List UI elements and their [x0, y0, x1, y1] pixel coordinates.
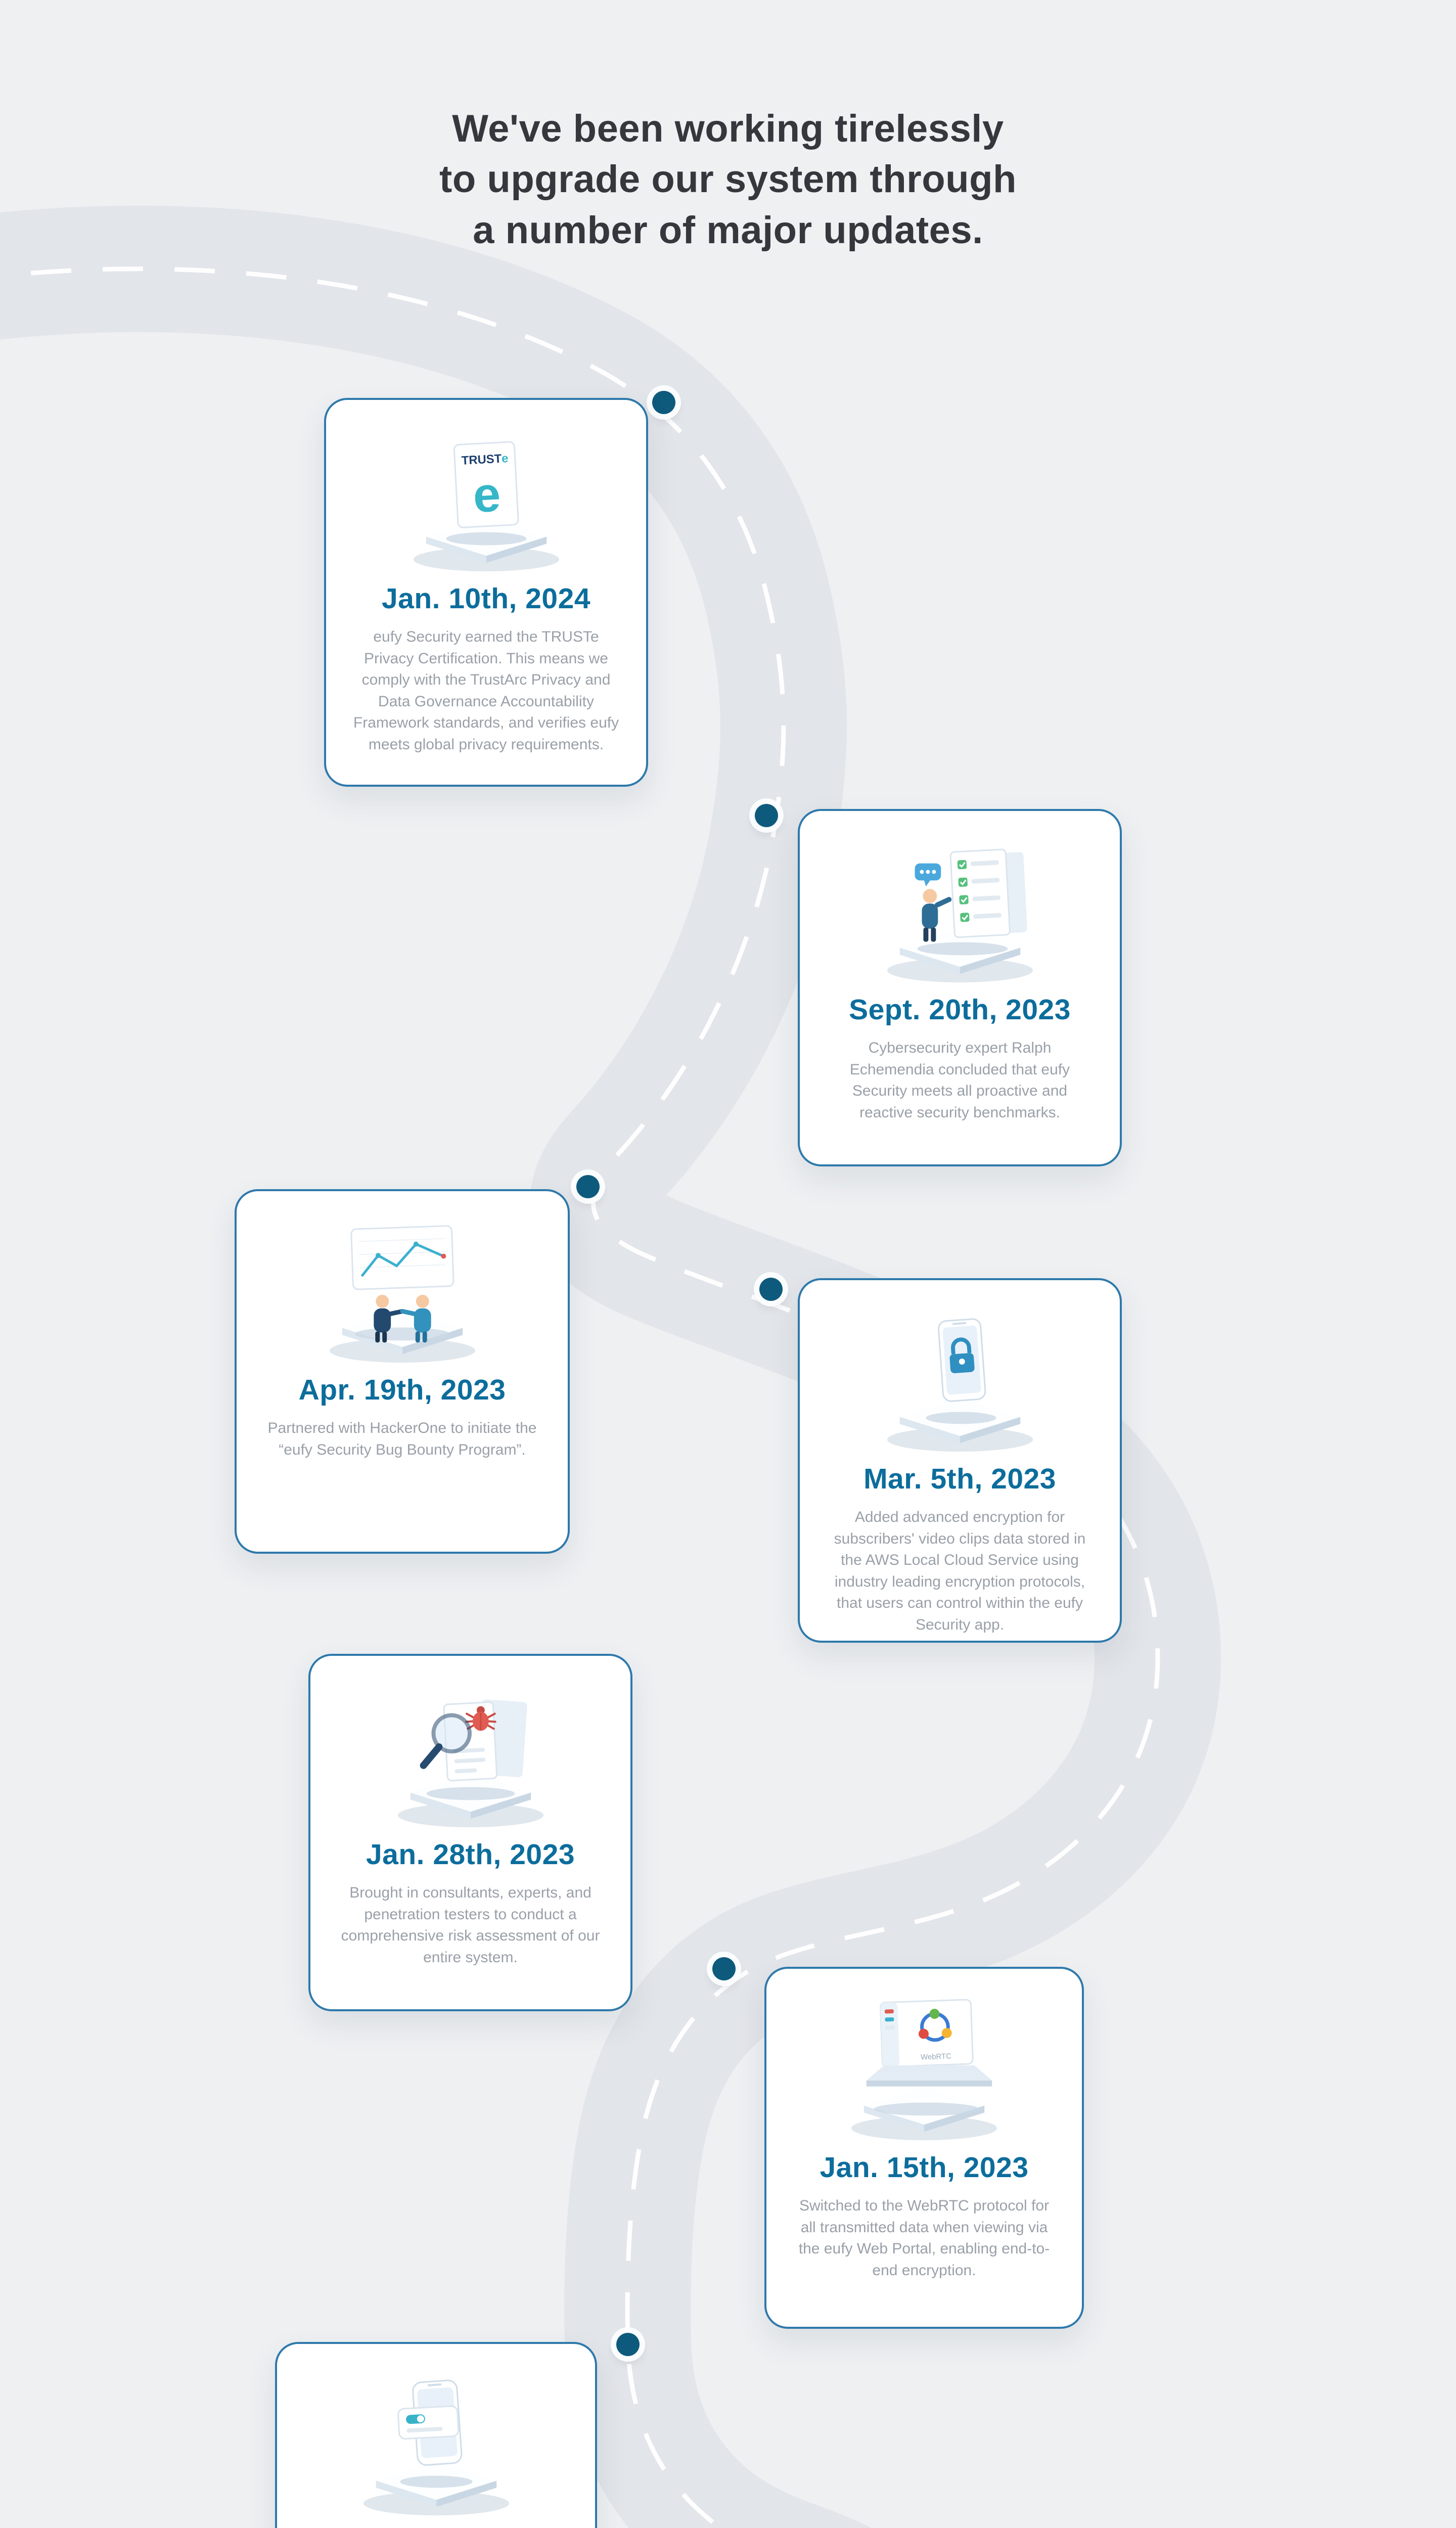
phone-encryption-illustration	[825, 1297, 1095, 1458]
milestone-date: Mar. 5th, 2023	[863, 1463, 1056, 1495]
notification-settings-illustration	[302, 2361, 570, 2522]
timeline-dot	[576, 1175, 600, 1198]
timeline-dot	[652, 391, 675, 414]
magnifier-icon	[420, 1713, 472, 1769]
milestone-card-jan-6-2023: Jan. 6th, 2023 The default option for th…	[275, 2342, 597, 2528]
bug-hunt-illustration	[336, 1673, 605, 1834]
svg-text:WebRTC: WebRTC	[921, 2052, 951, 2061]
milestone-date: Sept. 20th, 2023	[849, 994, 1071, 1026]
bug-icon	[465, 1706, 496, 1731]
page-title: We've been working tirelessly to upgrade…	[439, 107, 1017, 252]
expert-checklist-illustration	[825, 828, 1095, 989]
timeline-dot	[616, 2333, 640, 2356]
expert-checklist-graphic	[887, 848, 1033, 983]
notification-card	[397, 2405, 459, 2440]
milestone-card-jan-15-2023: WebRTC Jan. 15th, 2023 Switched to the W…	[764, 1967, 1084, 2329]
milestone-date: Jan. 6th, 2023	[340, 2526, 532, 2528]
milestone-card-sept-20-2023: Sept. 20th, 2023 Cybersecurity expert Ra…	[798, 809, 1122, 1166]
milestone-date: Apr. 19th, 2023	[298, 1374, 506, 1406]
checklist-row	[960, 913, 1002, 922]
laptop-webrtc-illustration: WebRTC	[792, 1986, 1057, 2147]
truste-certificate-illustration: TRUSTe e	[351, 417, 621, 578]
checklist-row	[959, 895, 1000, 905]
road-center-dashed-line	[0, 266, 1160, 2528]
milestone-card-jan-28-2023: Jan. 28th, 2023 Brought in consultants, …	[308, 1654, 632, 2011]
svg-text:e: e	[471, 466, 502, 523]
partnership-handshake-illustration	[262, 1208, 542, 1369]
milestone-description: Switched to the WebRTC protocol for all …	[798, 2197, 1050, 2279]
timeline-dot	[755, 804, 778, 827]
svg-text:TRUSTe: TRUSTe	[461, 452, 509, 468]
milestone-description: Partnered with HackerOne to initiate the…	[267, 1420, 537, 1458]
milestone-card-jan-10-2024: TRUSTe e Jan. 10th, 2024 eufy Security e…	[324, 398, 648, 787]
webrtc-logo	[919, 2009, 952, 2042]
dashboard-screen	[350, 1225, 454, 1290]
phone-encryption-graphic	[887, 1318, 1033, 1452]
notification-settings-graphic	[363, 2379, 509, 2516]
milestone-card-apr-19-2023: Apr. 19th, 2023 Partnered with HackerOne…	[235, 1189, 570, 1554]
truste-certificate-graphic: TRUSTe e	[413, 441, 559, 572]
milestone-date: Jan. 15th, 2023	[820, 2151, 1029, 2184]
checklist-row	[958, 877, 999, 887]
partnership-handshake-graphic	[329, 1225, 475, 1363]
bug-hunt-graphic	[397, 1699, 543, 1828]
milestone-description: eufy Security earned the TRUSTe Privacy …	[353, 628, 619, 753]
person-figure	[400, 1294, 431, 1343]
milestone-date: Jan. 10th, 2024	[381, 582, 591, 615]
milestone-description: Brought in consultants, experts, and pen…	[341, 1884, 600, 1966]
milestone-description: Added advanced encryption for subscriber…	[834, 1509, 1086, 1633]
milestone-card-mar-5-2023: Mar. 5th, 2023 Added advanced encryption…	[798, 1278, 1122, 1643]
person-figure	[915, 863, 951, 942]
laptop-webrtc-graphic: WebRTC	[851, 1999, 997, 2141]
checklist-row	[957, 860, 998, 870]
lock-icon	[949, 1337, 975, 1374]
milestone-date: Jan. 28th, 2023	[366, 1838, 575, 1871]
timeline-dot	[759, 1278, 783, 1301]
milestone-description: Cybersecurity expert Ralph Echemendia co…	[849, 1040, 1070, 1121]
timeline-dot	[712, 1957, 736, 1980]
